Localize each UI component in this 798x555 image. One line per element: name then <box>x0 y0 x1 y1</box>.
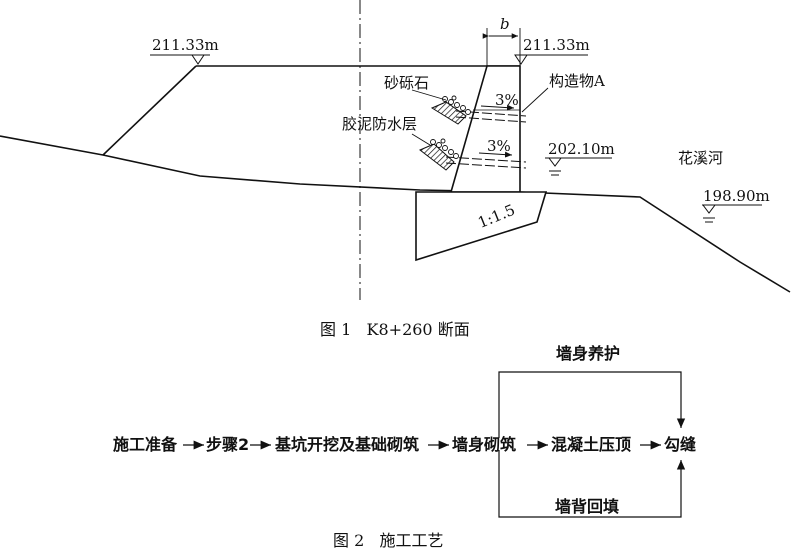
elevation-marker-mid <box>545 157 612 176</box>
step-pointing: 勾缝 <box>664 435 697 454</box>
wall-foundation <box>415 191 548 262</box>
step-wall-masonry: 墙身砌筑 <box>452 435 517 454</box>
slope-arrow-upper <box>480 104 515 111</box>
clay-layer-label: 胶泥防水层 <box>342 115 418 133</box>
figure2-caption: 图 2 施工工艺 <box>333 531 444 550</box>
step-excavation-foundation: 基坑开挖及基础砌筑 <box>275 435 420 454</box>
elevation-marker-river <box>702 204 762 223</box>
clay-layer-lower <box>419 143 455 171</box>
gravel-lower <box>430 138 459 159</box>
loop-top-label: 墙身养护 <box>556 344 621 363</box>
step-construction-prep: 施工准备 <box>113 435 178 454</box>
gravel-upper <box>442 95 471 115</box>
elevation-marker-right <box>514 54 588 65</box>
river-label: 花溪河 <box>678 149 724 167</box>
elevation-right-label: 211.33m <box>523 36 590 54</box>
loop-top <box>498 371 686 438</box>
clay-leader <box>411 133 431 146</box>
gravel-leader <box>411 89 447 101</box>
elevation-left-label: 211.33m <box>152 36 219 54</box>
elevation-river-label: 198.90m <box>703 187 770 205</box>
dimension-b-label: b <box>500 15 510 33</box>
loop-bottom-label: 墙背回填 <box>555 497 620 516</box>
drain-pipe-lower-a <box>445 156 527 163</box>
slope-arrow-lower <box>478 151 513 158</box>
slope-upper-label: 3% <box>495 91 519 109</box>
step-2: 步骤2 <box>206 435 250 454</box>
drain-pipe-upper-a <box>455 110 527 117</box>
drain-pipe-lower-b <box>445 162 527 169</box>
clay-layer-upper <box>430 101 467 125</box>
figure1-caption: 图 1 K8+260 断面 <box>320 320 470 339</box>
loop-bottom <box>498 450 686 518</box>
ground-line <box>0 135 791 293</box>
elevation-mid-label: 202.10m <box>548 140 615 158</box>
drain-pipe-upper-b <box>455 116 527 123</box>
structure-leader <box>521 87 549 113</box>
structure-a-label: 构造物A <box>549 72 605 90</box>
step-concrete-coping: 混凝土压顶 <box>551 435 632 454</box>
left-slope-line <box>102 65 197 156</box>
elevation-marker-left <box>150 54 210 65</box>
cross-section-drawing <box>0 0 791 300</box>
gravel-label: 砂砾石 <box>384 74 430 92</box>
slope-lower-label: 3% <box>487 137 511 155</box>
